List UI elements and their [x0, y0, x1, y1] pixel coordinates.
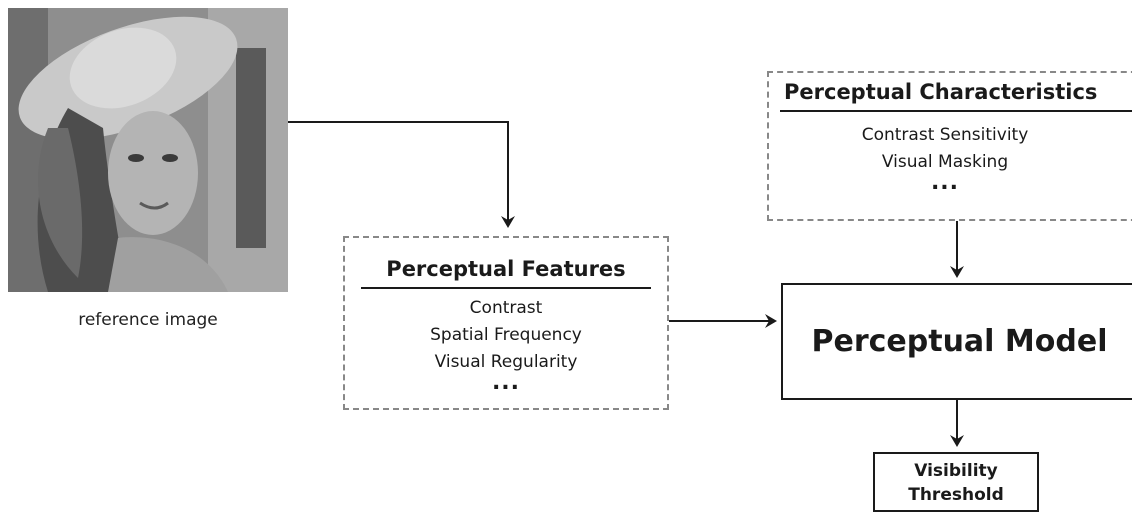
visibility-threshold-box: Visibility Threshold [873, 452, 1039, 512]
perceptual-characteristics-list: Contrast Sensitivity Visual Masking ... [769, 122, 1132, 196]
ellipsis: ... [491, 370, 521, 396]
perceptual-model-box: Perceptual Model [781, 283, 1132, 400]
list-item: Visual Regularity [434, 352, 578, 373]
perceptual-characteristics-title: Perceptual Characteristics [780, 80, 1132, 113]
visibility-threshold-line2: Threshold [908, 485, 1004, 505]
arrow-image-to-features [288, 121, 515, 228]
reference-image [8, 8, 288, 292]
visibility-threshold-line1: Visibility [914, 461, 998, 481]
perceptual-characteristics-box: Perceptual Characteristics Contrast Sens… [767, 71, 1132, 221]
list-item: Contrast Sensitivity [861, 125, 1029, 146]
perceptual-features-box: Perceptual Features Contrast Spatial Fre… [343, 236, 669, 410]
perceptual-features-list: Contrast Spatial Frequency Visual Regula… [345, 295, 667, 396]
perceptual-model-label: Perceptual Model [811, 324, 1108, 359]
list-item: Contrast [469, 298, 543, 319]
reference-photo-illustration [8, 8, 288, 292]
list-item: Visual Masking [881, 152, 1009, 173]
reference-image-caption: reference image [78, 310, 218, 330]
ellipsis: ... [930, 170, 960, 196]
perceptual-features-title: Perceptual Features [361, 257, 651, 290]
list-item: Spatial Frequency [430, 325, 582, 346]
